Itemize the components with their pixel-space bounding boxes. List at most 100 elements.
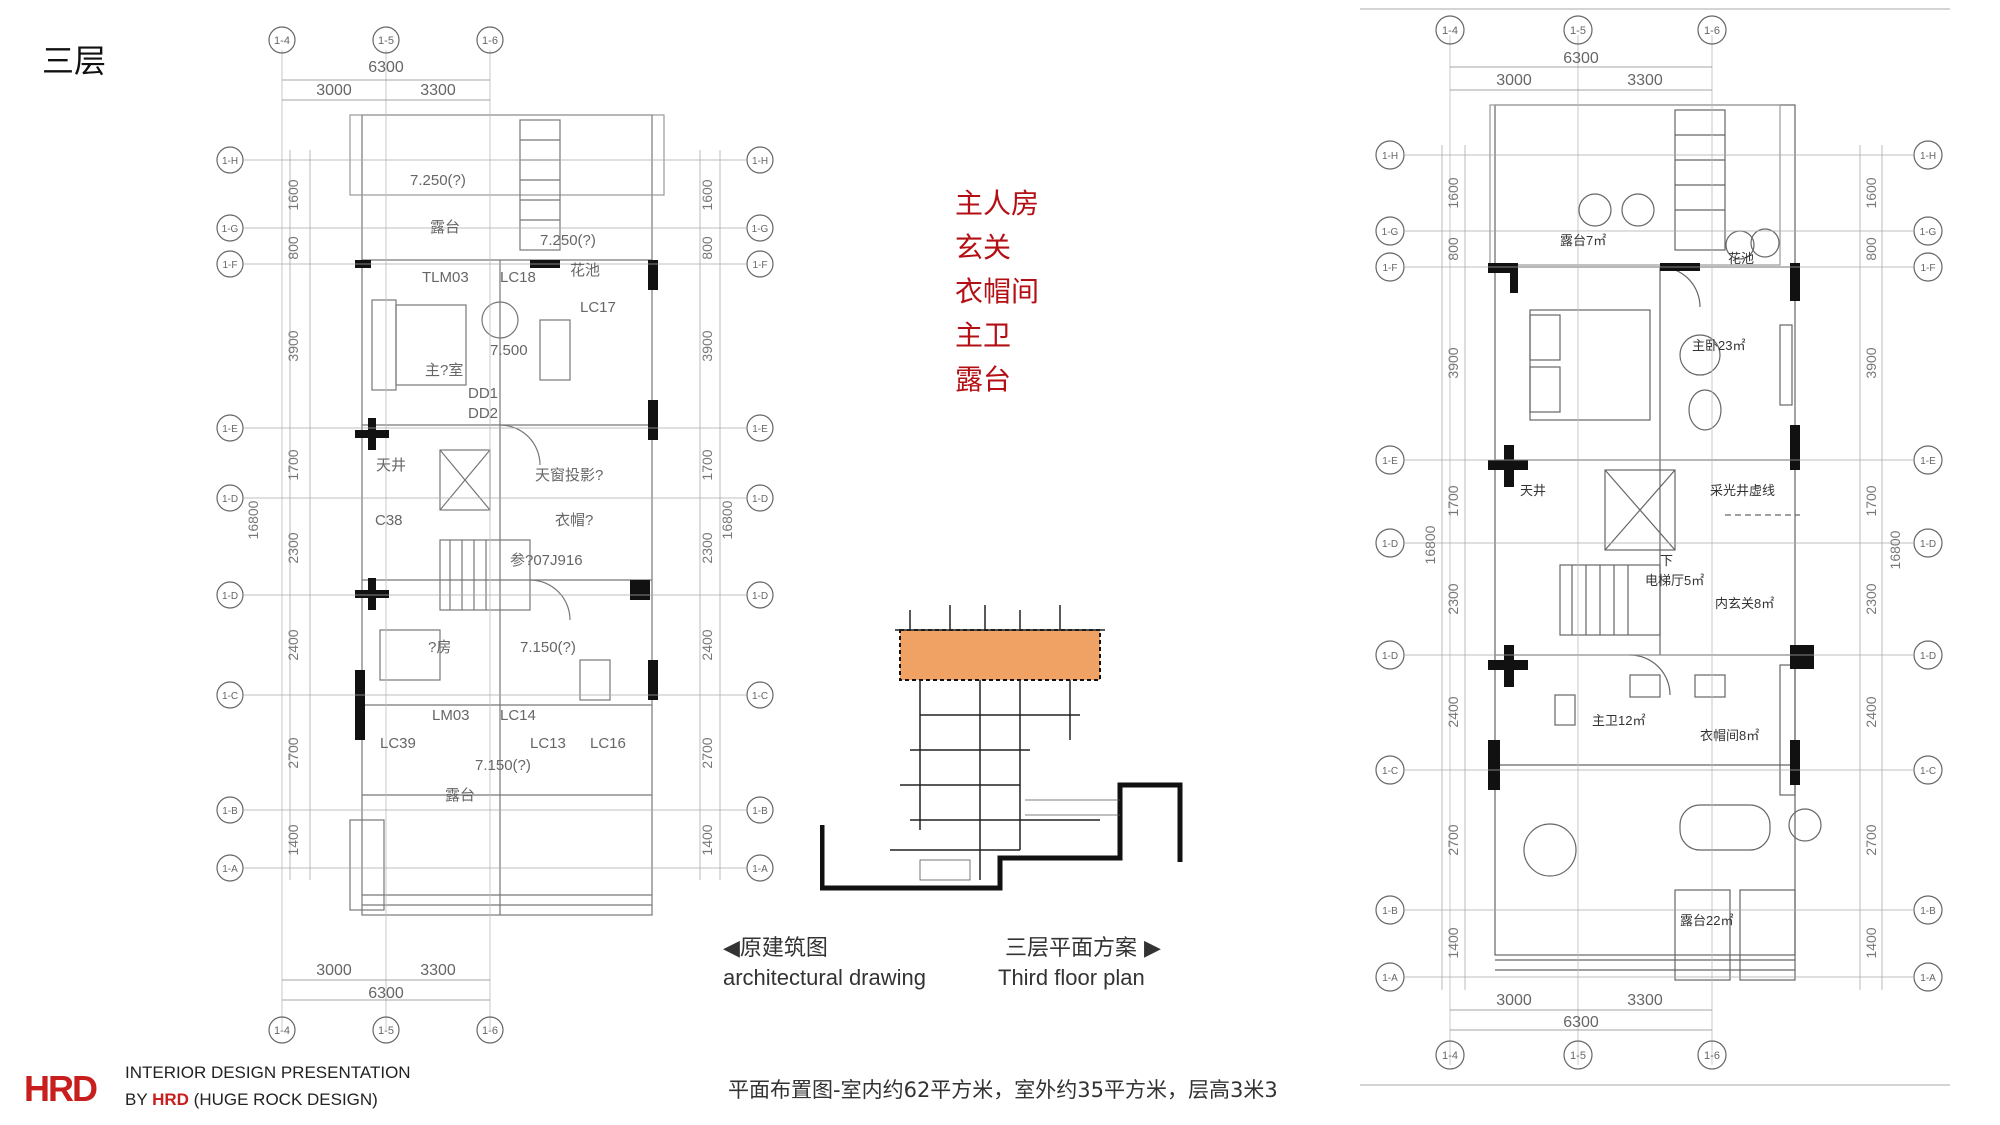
dim-side-r6: 2400 (1863, 696, 1879, 727)
room-item: 衣帽间 (955, 275, 1040, 308)
plan-label: 花池 (1728, 251, 1754, 266)
axis-side-r6: 1-D (752, 591, 768, 602)
plan-label: 内玄关8㎡ (1715, 596, 1774, 611)
axis-side-l9: 1-A (1382, 973, 1398, 984)
dim-bottom-b: 3300 (1627, 992, 1663, 1009)
dim-side-l2: 800 (1445, 237, 1461, 261)
axis-side-r3: 1-F (753, 260, 768, 271)
room-item: 玄关 (955, 231, 1012, 264)
axis-side-r7: 1-C (752, 691, 768, 702)
axis-bottom-2: 1-5 (1570, 1050, 1586, 1062)
axis-bottom-3: 1-6 (1704, 1050, 1720, 1062)
dim-side-l-total: 16800 (1422, 525, 1438, 564)
axis-side-r1: 1-H (1920, 151, 1936, 162)
plan-label: LM03 (432, 707, 470, 724)
axis-side-l4: 1-E (1382, 456, 1398, 467)
plan-label: C38 (375, 512, 403, 529)
plan-label: 天井 (376, 457, 406, 474)
plan-label: 下 (1660, 553, 1673, 568)
axis-side-r6: 1-D (1920, 651, 1936, 662)
page-title: 三层 (42, 42, 107, 80)
dim-side-l5: 2300 (285, 532, 301, 563)
dim-side-r-total: 16800 (719, 500, 735, 539)
plan-label: 7.150(?) (520, 639, 576, 656)
axis-side-r2: 1-G (752, 224, 769, 235)
axis-side-l5: 1-D (1382, 539, 1398, 550)
axis-side-r5: 1-D (1920, 539, 1936, 550)
dim-side-l5: 2300 (1445, 583, 1461, 614)
axis-side-l7: 1-C (222, 691, 238, 702)
plan-label: 7.250(?) (540, 232, 596, 249)
axis-top-3: 1-6 (1704, 25, 1720, 37)
dim-top-b: 3300 (420, 82, 456, 99)
dim-bottom-total: 6300 (368, 985, 404, 1002)
axis-bottom-3: 1-6 (482, 1025, 498, 1037)
dim-side-r8: 1400 (699, 824, 715, 855)
axis-side-l5: 1-D (222, 494, 238, 505)
plan-label: DD2 (468, 405, 498, 422)
dim-side-l8: 1400 (285, 824, 301, 855)
plan-label: 7.250(?) (410, 172, 466, 189)
axis-side-r1: 1-H (752, 156, 768, 167)
dim-side-r5: 2300 (1863, 583, 1879, 614)
brand-suffix: (HUGE ROCK DESIGN) (188, 1090, 378, 1109)
dim-side-l7: 2700 (1445, 824, 1461, 855)
plan-label: 天井 (1520, 483, 1546, 498)
caption-left-zh: ◀原建筑图 (723, 936, 828, 961)
axis-side-l6: 1-D (1382, 651, 1398, 662)
axis-side-l7: 1-C (1382, 766, 1398, 777)
dim-bottom-b: 3300 (420, 962, 456, 979)
axis-side-l8: 1-B (1382, 906, 1398, 917)
plan-label: TLM03 (422, 269, 469, 286)
dim-side-l-total: 16800 (245, 500, 261, 539)
plan-label: 衣帽间8㎡ (1700, 728, 1759, 743)
brand-line-2: BY HRD (HUGE ROCK DESIGN) (125, 1090, 378, 1110)
axis-top-2: 1-5 (1570, 25, 1586, 37)
plan-label: LC14 (500, 707, 536, 724)
dim-side-r-total: 16800 (1887, 530, 1903, 569)
dim-side-r3: 3900 (1863, 347, 1879, 378)
third-floor-highlight (899, 629, 1101, 681)
plan-label: 露台22㎡ (1680, 913, 1733, 928)
plan-label: 主卧23㎡ (1692, 338, 1745, 353)
third-floor-plan-scheme: 1-4 1-5 1-6 1-4 1-5 1-6 6300 3000 3300 3… (1360, 8, 1950, 1086)
axis-side-r2: 1-G (1920, 227, 1937, 238)
axis-side-l1: 1-H (222, 156, 238, 167)
plan-label: 主卫12㎡ (1592, 713, 1645, 728)
axis-side-r7: 1-C (1920, 766, 1936, 777)
dim-side-r2: 800 (699, 236, 715, 260)
dim-side-l8: 1400 (1445, 927, 1461, 958)
hrd-logo: HRD (24, 1068, 98, 1109)
plan-label: 露台 (430, 219, 460, 236)
footer-note: 平面布置图-室内约62平方米，室外约35平方米，层高3米3 (728, 1078, 1278, 1102)
axis-side-r4: 1-E (752, 424, 768, 435)
axis-side-l2: 1-G (222, 224, 239, 235)
axis-side-l6: 1-D (222, 591, 238, 602)
dim-bottom-a: 3000 (316, 962, 352, 979)
dim-side-r3: 3900 (699, 330, 715, 361)
axis-side-r5: 1-D (752, 494, 768, 505)
dim-side-l7: 2700 (285, 737, 301, 768)
axis-top-1: 1-4 (1442, 25, 1458, 37)
dim-side-r6: 2400 (699, 629, 715, 660)
plan-label: 天窗投影? (535, 466, 603, 484)
plan-label: 花池 (570, 262, 600, 279)
plan-label: ?房 (428, 639, 451, 656)
dim-top-a: 3000 (1496, 72, 1532, 89)
caption-left-en: architectural drawing (723, 965, 926, 990)
axis-side-l3: 1-F (223, 260, 238, 271)
plan-label: LC16 (590, 735, 626, 752)
dim-top-total: 6300 (368, 59, 404, 76)
building-section-diagram (820, 605, 1183, 891)
room-item: 露台 (955, 363, 1012, 396)
brand-prefix: BY (125, 1090, 153, 1109)
dim-side-l1: 1600 (285, 179, 301, 210)
axis-side-r8: 1-B (752, 806, 768, 817)
axis-side-l8: 1-B (222, 806, 238, 817)
axis-side-l4: 1-E (222, 424, 238, 435)
dim-side-r1: 1600 (699, 179, 715, 210)
dim-side-r1: 1600 (1863, 177, 1879, 208)
plan-label: 露台7㎡ (1560, 233, 1606, 248)
dim-side-r7: 2700 (1863, 824, 1879, 855)
axis-side-r3: 1-F (1921, 263, 1936, 274)
